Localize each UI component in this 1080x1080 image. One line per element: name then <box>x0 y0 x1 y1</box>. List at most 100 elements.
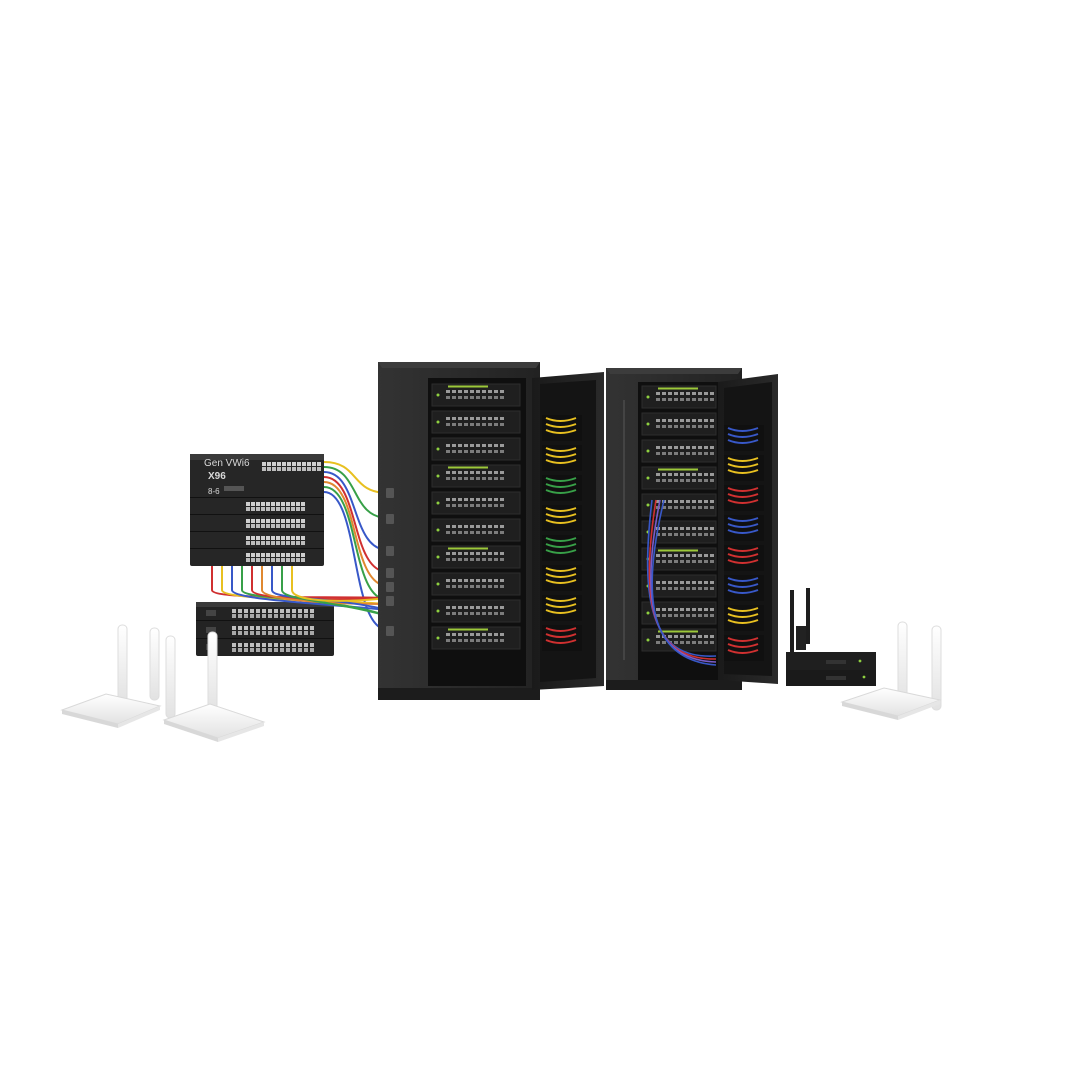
rack-port <box>464 612 468 615</box>
rack-port <box>464 579 468 582</box>
rack-port <box>464 639 468 642</box>
rack-port <box>494 579 498 582</box>
rack-port <box>674 419 678 422</box>
rack-port <box>662 446 666 449</box>
rack-port <box>494 531 498 534</box>
rack-port <box>458 639 462 642</box>
lcd-strip <box>448 385 488 388</box>
cable-port <box>386 568 394 578</box>
door-cable <box>545 453 577 458</box>
switch-port <box>266 502 270 506</box>
switch-port <box>310 648 314 652</box>
rack-port <box>470 606 474 609</box>
switch-port <box>250 631 254 635</box>
rack-port <box>494 417 498 420</box>
rack-port <box>464 552 468 555</box>
rack-port <box>668 635 672 638</box>
rack-port <box>686 635 690 638</box>
rack-port <box>458 633 462 636</box>
rack-port <box>476 417 480 420</box>
rack-port <box>698 419 702 422</box>
rack-port <box>686 554 690 557</box>
rack-port <box>698 446 702 449</box>
rack-port <box>656 425 660 428</box>
rack-port <box>704 398 708 401</box>
switch-port <box>301 553 305 557</box>
switch-port <box>266 524 270 528</box>
rack-port <box>482 498 486 501</box>
switch-port <box>244 631 248 635</box>
switch-port <box>274 643 278 647</box>
rack-port <box>464 390 468 393</box>
rack-port <box>452 531 456 534</box>
door-cable <box>545 483 577 488</box>
door-cable <box>545 423 577 428</box>
rack-port <box>464 606 468 609</box>
switch-port <box>238 631 242 635</box>
rack-port <box>686 398 690 401</box>
rack-port <box>662 554 666 557</box>
rack-port <box>476 525 480 528</box>
switch-port <box>268 631 272 635</box>
rack-port <box>500 498 504 501</box>
rack-port <box>668 581 672 584</box>
switch-port <box>310 643 314 647</box>
switch-port <box>274 609 278 613</box>
rack-port <box>458 390 462 393</box>
status-led <box>436 420 440 424</box>
cabinet-door-right <box>718 374 778 684</box>
rack-port <box>698 506 702 509</box>
rack-port <box>500 639 504 642</box>
rack-port <box>662 506 666 509</box>
door-cable <box>727 439 759 444</box>
rack-port <box>482 525 486 528</box>
rack-port <box>458 471 462 474</box>
rack-port <box>704 479 708 482</box>
rack-port <box>662 479 666 482</box>
switch-port <box>262 462 266 466</box>
rack-port <box>710 419 714 422</box>
rack-port <box>464 396 468 399</box>
rack-port <box>686 419 690 422</box>
switch-port <box>280 631 284 635</box>
sfp-slot <box>224 486 244 491</box>
switch-port <box>271 541 275 545</box>
rack-port <box>500 504 504 507</box>
switch-port <box>291 519 295 523</box>
status-led <box>646 503 650 507</box>
switch-port <box>251 553 255 557</box>
door-cable <box>545 477 577 482</box>
rack-port <box>482 579 486 582</box>
status-led <box>646 638 650 642</box>
switch-port <box>268 648 272 652</box>
rack-port <box>452 525 456 528</box>
rack-port <box>482 552 486 555</box>
rack-port <box>452 471 456 474</box>
switch-port <box>296 553 300 557</box>
status-led <box>646 395 650 399</box>
rack-port <box>452 396 456 399</box>
switch-port <box>276 541 280 545</box>
switch-port <box>256 524 260 528</box>
cable-port <box>386 514 394 524</box>
door-cable <box>727 469 759 474</box>
rack-port <box>464 525 468 528</box>
rack-port <box>458 450 462 453</box>
switch-port <box>301 541 305 545</box>
switch-port <box>246 541 250 545</box>
rack-port <box>692 533 696 536</box>
rack-port <box>482 477 486 480</box>
rack-port <box>464 423 468 426</box>
rack-port <box>470 498 474 501</box>
rack-port <box>656 473 660 476</box>
rack-port <box>476 444 480 447</box>
rack-port <box>470 633 474 636</box>
switch-port <box>274 626 278 630</box>
switch-port <box>298 631 302 635</box>
rack-port <box>668 608 672 611</box>
rack-port <box>662 452 666 455</box>
switch-port <box>244 609 248 613</box>
switch-port <box>268 626 272 630</box>
lcd-strip <box>448 547 488 550</box>
rack-port <box>674 500 678 503</box>
